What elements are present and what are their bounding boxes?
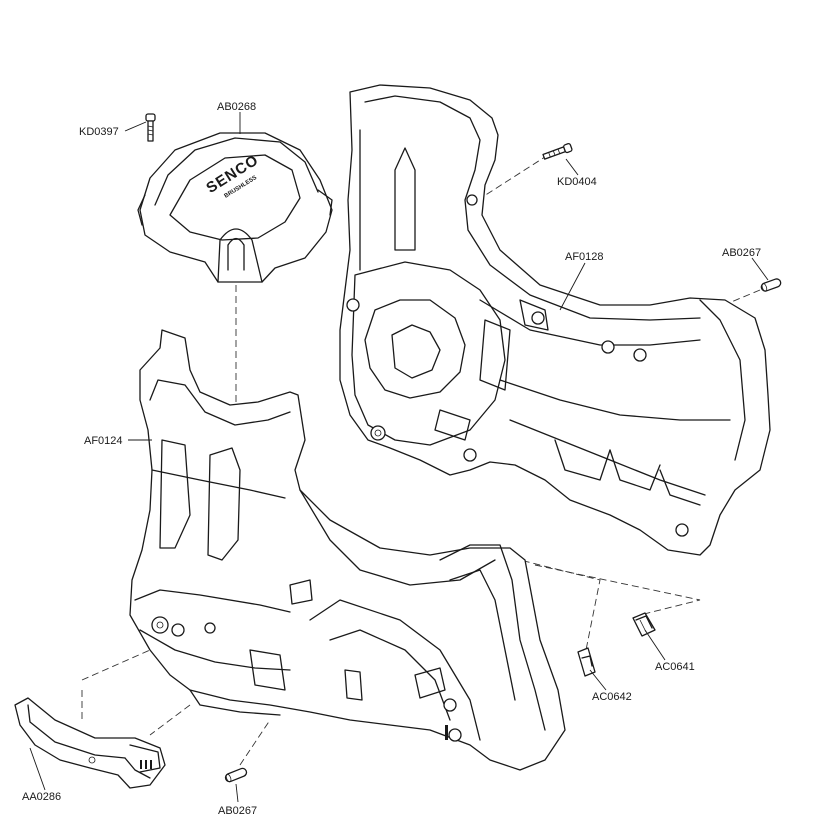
pin-ab0267-top (760, 278, 782, 292)
part-labels: KD0397 AB0268 KD0404 AF0128 AB0267 AF012… (22, 101, 761, 817)
housing-half-af0128 (339, 84, 771, 556)
leader-lines (29, 112, 769, 803)
label-ac0641: AC0641 (655, 661, 695, 673)
label-af0124: AF0124 (84, 435, 123, 447)
clip-ac0641 (632, 612, 656, 637)
label-ab0267-bottom: AB0267 (218, 805, 257, 817)
clip-ac0642 (577, 647, 596, 677)
label-ac0642: AC0642 (592, 691, 632, 703)
label-aa0286: AA0286 (22, 791, 61, 803)
label-ab0268: AB0268 (217, 101, 256, 113)
pin-ab0267-bottom (224, 767, 248, 783)
label-kd0397: KD0397 (79, 126, 119, 138)
label-ab0267-top: AB0267 (722, 247, 761, 259)
housing-half-af0124 (129, 329, 566, 771)
pin-kd0404 (542, 143, 573, 160)
motor-cap-ab0268: SENCO BRUSHLESS (137, 132, 333, 283)
screw-kd0397 (145, 113, 156, 142)
label-kd0404: KD0404 (557, 176, 597, 188)
belt-hook-aa0286 (14, 697, 166, 789)
label-af0128: AF0128 (565, 251, 604, 263)
